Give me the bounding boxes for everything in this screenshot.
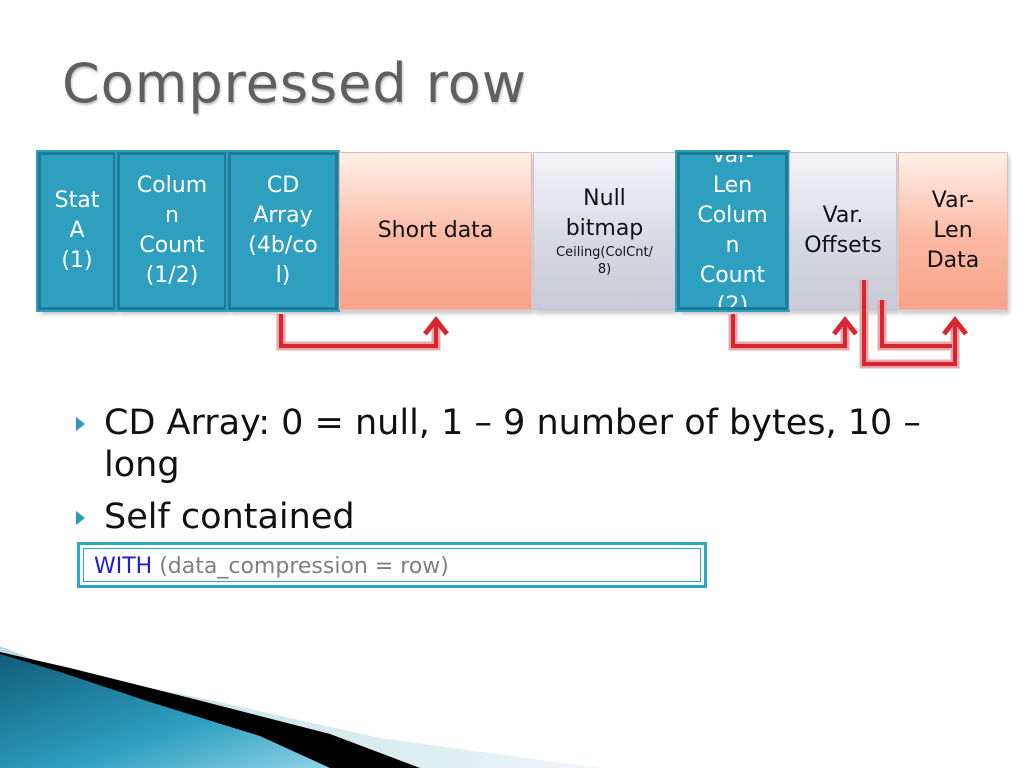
cell-var-offsets-line: Var. xyxy=(822,203,864,228)
cell-cd-array-line: CD xyxy=(266,173,300,198)
cell-var-offsets-line: Offsets xyxy=(804,233,882,258)
arrow-var-len-count-to-var-offsets xyxy=(728,314,858,351)
cell-column-count-label: Colum n Count (1/2) xyxy=(137,171,207,291)
cell-cd-array-line: (4b/co xyxy=(248,233,318,258)
code-keyword: WITH xyxy=(94,554,153,579)
cell-var-len-column-count-label: Var- Len Colum n Count (2) xyxy=(697,152,768,310)
bullet-item: CD Array: 0 = null, 1 – 9 number of byte… xyxy=(76,402,976,486)
cell-null-bitmap-note: Ceiling(ColCnt/ 8) xyxy=(556,244,653,278)
cell-status-label: Stat A (1) xyxy=(55,186,100,276)
pointer-arrows xyxy=(276,280,968,369)
cell-status-line: A xyxy=(69,218,85,243)
cell-var-len-column-count-line: n xyxy=(725,233,740,258)
cell-column-count: Colum n Count (1/2) xyxy=(117,152,227,310)
cell-null-bitmap-line: Null xyxy=(583,186,626,211)
cell-null-bitmap-line: bitmap xyxy=(565,216,644,241)
cell-status: Stat A (1) xyxy=(38,152,116,310)
cell-var-len-column-count-line: (2) xyxy=(716,293,749,310)
arrow-var-offsets-to-var-len-data-inner xyxy=(877,300,968,351)
arrow-var-offsets-to-var-len-data-outer xyxy=(859,280,960,369)
swoosh-blue-band xyxy=(0,654,330,768)
cell-status-line: Stat xyxy=(54,188,100,213)
code-snippet: WITH (data_compression = row) xyxy=(83,548,701,582)
bullet-arrow-icon xyxy=(76,417,85,431)
cell-null-bitmap-label: Null bitmap Ceiling(ColCnt/ 8) xyxy=(556,184,653,278)
bullet-text: CD Array: 0 = null, 1 – 9 number of byte… xyxy=(104,403,921,485)
bullet-text: Self contained xyxy=(104,497,355,537)
cell-var-len-data-label: Var- Len Data xyxy=(927,186,980,276)
cell-cd-array-line: l) xyxy=(275,263,291,288)
cell-var-len-column-count-line: Var- xyxy=(711,152,754,168)
code-text: (data_compression = row) xyxy=(152,554,449,579)
cell-var-len-column-count-line: Count xyxy=(699,263,766,288)
cell-cd-array: CD Array (4b/co l) xyxy=(228,152,338,310)
bullet-list: CD Array: 0 = null, 1 – 9 number of byte… xyxy=(76,402,976,548)
cell-var-len-data-line: Var- xyxy=(931,188,975,213)
cell-var-offsets-label: Var. Offsets xyxy=(804,201,882,261)
page-title: Compressed row xyxy=(62,52,528,115)
cell-column-count-line: (1/2) xyxy=(145,263,199,288)
cell-column-count-line: n xyxy=(165,203,179,228)
bullet-arrow-icon xyxy=(76,511,85,525)
cell-var-offsets: Var. Offsets xyxy=(789,152,897,310)
cell-null-bitmap-note-line: 8) xyxy=(597,262,612,277)
cell-column-count-line: Colum xyxy=(136,173,208,198)
cell-var-len-column-count: Var- Len Colum n Count (2) xyxy=(677,152,788,310)
bullet-item: Self contained xyxy=(76,496,976,538)
cell-var-len-column-count-line: Colum xyxy=(697,203,768,228)
cell-cd-array-label: CD Array (4b/co l) xyxy=(248,171,318,291)
cell-var-len-data: Var- Len Data xyxy=(898,152,1008,310)
cell-var-len-column-count-line: Len xyxy=(712,173,753,198)
cell-status-line: (1) xyxy=(61,248,93,273)
cell-null-bitmap: Null bitmap Ceiling(ColCnt/ 8) xyxy=(533,152,676,310)
cell-null-bitmap-note-line: Ceiling(ColCnt/ xyxy=(556,245,653,260)
cell-short-data-label: Short data xyxy=(377,218,494,243)
cell-short-data: Short data xyxy=(339,152,532,310)
decorative-swoosh xyxy=(0,646,600,768)
cell-column-count-line: Count xyxy=(139,233,205,258)
code-snippet-box: WITH (data_compression = row) xyxy=(77,542,707,588)
cell-var-len-data-line: Len xyxy=(933,218,973,243)
cell-var-len-data-line: Data xyxy=(926,248,980,273)
arrow-cd-array-to-short-data xyxy=(276,314,449,351)
cell-cd-array-line: Array xyxy=(253,203,313,228)
